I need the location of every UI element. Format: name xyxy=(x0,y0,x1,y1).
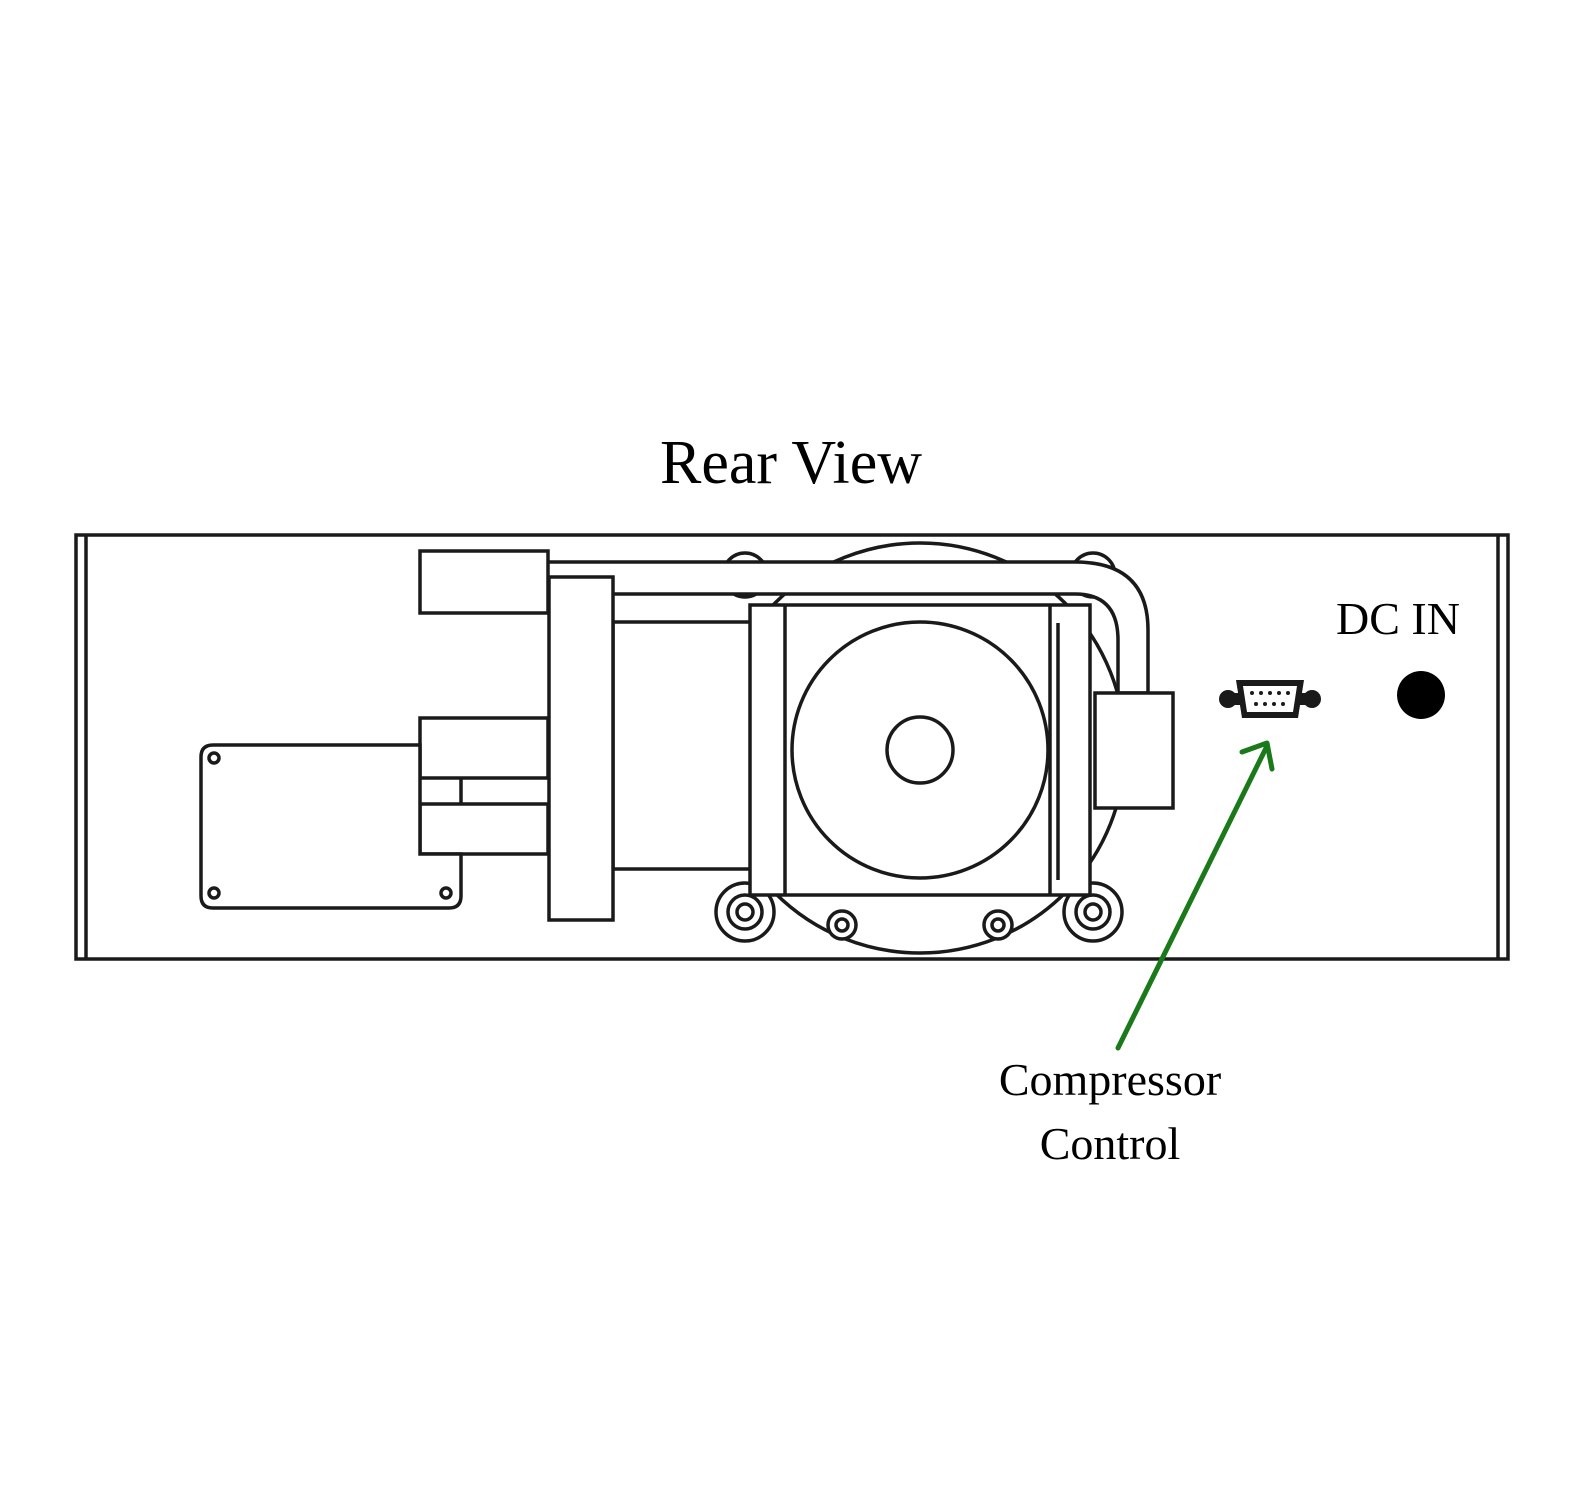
left-bracket xyxy=(418,549,615,922)
diagram-title: Rear View xyxy=(660,429,922,497)
compressor-block xyxy=(748,603,1092,897)
compressor-control-label: Compressor Control xyxy=(980,1048,1240,1176)
dc-power-jack-icon xyxy=(1397,671,1445,719)
callout-line-1: Compressor xyxy=(998,1054,1222,1105)
enclosure xyxy=(74,533,1510,961)
dc-in-label: DC IN xyxy=(1336,593,1460,644)
callout-arrow xyxy=(1115,740,1275,1051)
top-tube xyxy=(538,560,1150,695)
motor-body xyxy=(611,620,765,871)
side-box xyxy=(1093,691,1175,810)
rear-plate xyxy=(199,743,463,910)
callout-line-2: Control xyxy=(1039,1118,1181,1169)
db9-serial-port-icon xyxy=(1219,680,1321,718)
